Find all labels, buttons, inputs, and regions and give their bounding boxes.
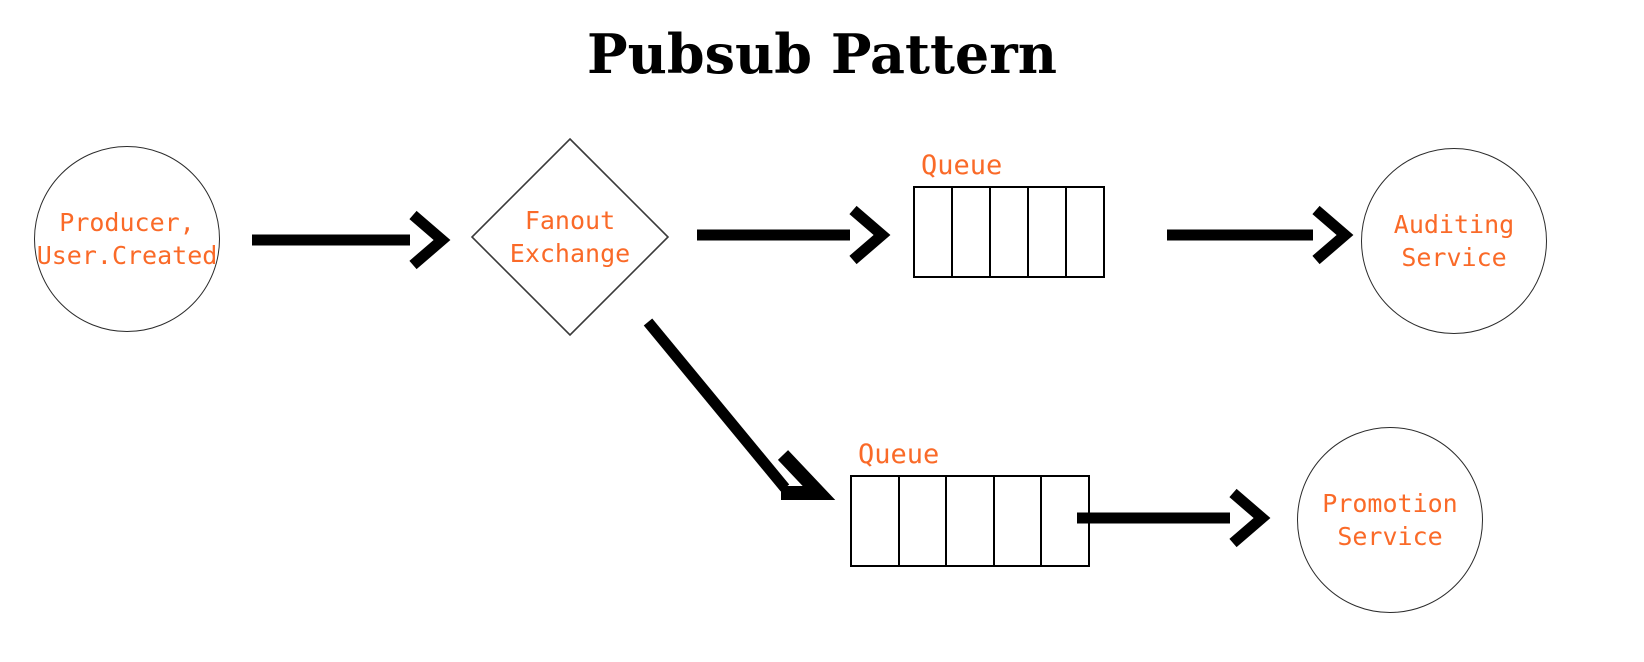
node-fanout-exchange-label-line1: Fanout: [524, 206, 616, 235]
queue-cell: [915, 188, 953, 276]
arrow-exchange-to-queue-bottom: [630, 300, 860, 530]
node-queue-bottom-label: Queue: [858, 439, 940, 470]
arrow-queue-top-to-auditing: [1165, 205, 1365, 275]
node-producer-label-line1: Producer,: [59, 208, 195, 237]
queue-cell: [995, 477, 1043, 565]
node-auditing-service-label-line2: Service: [1401, 243, 1507, 272]
queue-cell: [991, 188, 1029, 276]
page-title: Pubsub Pattern: [587, 22, 1057, 86]
queue-bottom-cells: [850, 475, 1090, 567]
node-queue-top[interactable]: Queue: [913, 151, 1105, 278]
queue-cell: [953, 188, 991, 276]
node-promotion-service-label-line1: Promotion: [1322, 489, 1458, 518]
node-auditing-service[interactable]: Auditing Service: [1361, 148, 1547, 334]
node-queue-bottom[interactable]: Queue: [850, 440, 1090, 567]
node-fanout-exchange[interactable]: Fanout Exchange: [470, 137, 670, 337]
queue-top-cells: [913, 186, 1105, 278]
queue-cell: [1029, 188, 1067, 276]
node-queue-top-label: Queue: [921, 150, 1003, 181]
arrow-producer-to-exchange: [250, 205, 455, 275]
node-auditing-service-label-line1: Auditing: [1393, 210, 1515, 239]
node-producer[interactable]: Producer, User.Created: [34, 146, 220, 332]
queue-cell: [1067, 188, 1103, 276]
queue-cell: [947, 477, 995, 565]
node-promotion-service-label-line2: Service: [1337, 522, 1443, 551]
node-promotion-service[interactable]: Promotion Service: [1297, 427, 1483, 613]
node-fanout-exchange-label-line2: Exchange: [509, 239, 631, 268]
queue-cell: [900, 477, 948, 565]
arrow-queue-bottom-to-promotion: [1075, 488, 1280, 560]
queue-cell: [852, 477, 900, 565]
diamond-outline: [470, 137, 670, 337]
node-producer-label-line2: User.Created: [36, 241, 218, 270]
arrow-exchange-to-queue-top: [695, 205, 895, 275]
